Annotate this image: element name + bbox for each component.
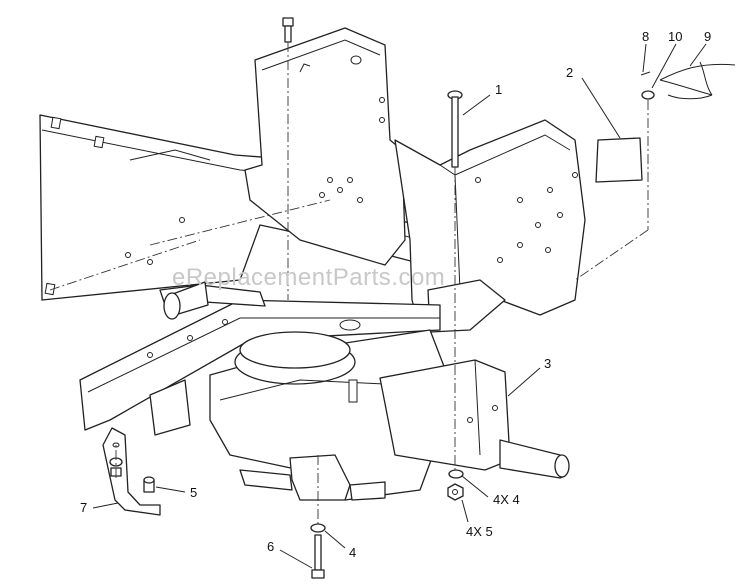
washer-item-4x4 — [448, 469, 464, 479]
watermark: eReplacementParts.com — [172, 264, 445, 291]
lower-frame-rail — [79, 284, 441, 436]
rear-mounting-plate — [244, 27, 406, 266]
callout-6: 6 — [267, 539, 274, 554]
washer-item-10 — [641, 90, 655, 100]
top-bolt — [282, 17, 294, 43]
nut-item-4x5 — [447, 483, 464, 501]
washer-item-4 — [310, 523, 326, 533]
pin-item-8 — [640, 71, 651, 76]
bolt-item-6 — [311, 534, 325, 579]
leader-lines — [92, 43, 707, 569]
nut-item-5 — [143, 476, 155, 493]
callout-labels: 1 2 3 4 4X 4 4X 5 5 6 7 8 10 9 — [80, 29, 711, 560]
callout-10: 10 — [668, 29, 682, 44]
callout-3: 3 — [544, 356, 551, 371]
alignment-lines — [49, 42, 649, 525]
plate-item-2 — [595, 137, 643, 183]
callout-5: 5 — [190, 485, 197, 500]
callout-8: 8 — [642, 29, 649, 44]
callout-7: 7 — [80, 500, 87, 515]
callout-2: 2 — [566, 65, 573, 80]
wire-rod-item-9 — [659, 61, 736, 100]
callout-9: 9 — [704, 29, 711, 44]
transmission-housing — [163, 281, 570, 501]
callout-1: 1 — [495, 82, 502, 97]
right-side-bracket — [394, 119, 586, 333]
callout-4: 4 — [349, 545, 356, 560]
callout-4x4: 4X 4 — [493, 492, 520, 507]
callout-4x5: 4X 5 — [466, 524, 493, 539]
